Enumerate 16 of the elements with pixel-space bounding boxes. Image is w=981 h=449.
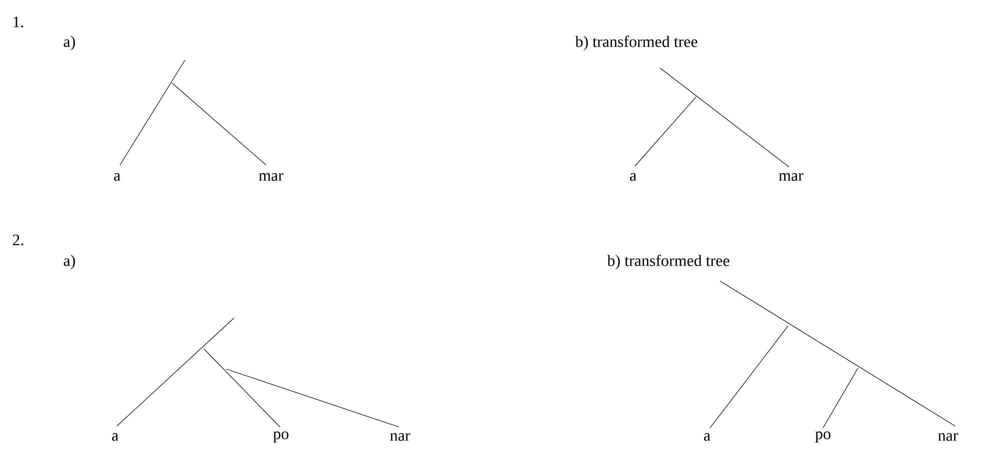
leaf-label: a [630,173,636,181]
item-label: a) [64,254,75,270]
item-label: 2. [12,234,24,246]
leaf-label: nar [390,433,410,441]
item-label: 1. [14,16,24,28]
item-label: b) transformed tree [607,254,730,270]
leaf-label: mar [258,173,284,181]
leaf-label: nar [938,433,958,441]
item-label: b) transformed tree [575,36,698,50]
item-label: a) [64,36,75,50]
leaf-label: a [112,433,118,441]
leaf-label: a [114,173,120,181]
leaf-label: po [815,432,830,442]
leaf-label: po [273,432,288,442]
leaf-label: a [704,433,710,441]
leaf-label: mar [778,173,804,181]
